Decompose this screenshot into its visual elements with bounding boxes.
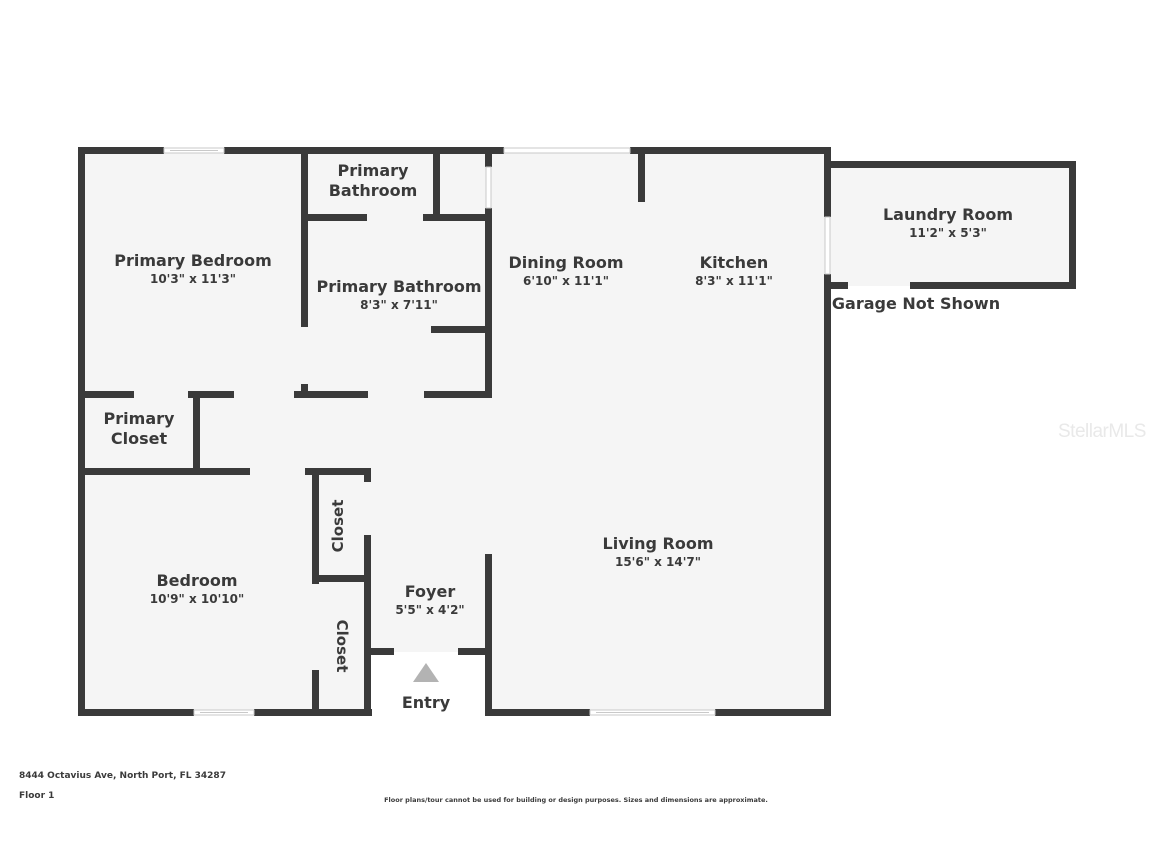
room-dining-room: Dining Room 6'10" x 11'1"	[508, 253, 623, 289]
room-dims: 15'6" x 14'7"	[614, 555, 702, 569]
room-dims: 10'3" x 11'3"	[149, 272, 237, 286]
room-name: Primary Bedroom	[114, 251, 272, 270]
room-closet-lower: Closet	[333, 619, 351, 673]
garage-note-text: Garage Not Shown	[831, 294, 1001, 313]
room-dims: 11'2" x 5'3"	[909, 226, 987, 240]
room-name: Bedroom	[156, 571, 238, 590]
room-dims: 8'3" x 11'1"	[695, 274, 773, 288]
room-primary-bathroom: Primary Bathroom 8'3" x 7'11"	[316, 277, 481, 313]
room-name: Laundry Room	[882, 205, 1014, 224]
room-dims: 10'9" x 10'10"	[149, 592, 245, 606]
room-primary-bedroom: Primary Bedroom 10'3" x 11'3"	[114, 251, 272, 287]
entry-arrow-icon	[413, 663, 439, 682]
address: 8444 Octavius Ave, North Port, FL 34287	[19, 771, 226, 781]
room-name: Kitchen	[699, 253, 769, 272]
room-dims: 5'5" x 4'2"	[395, 603, 465, 617]
room-name: Foyer	[404, 582, 456, 601]
disclaimer: Floor plans/tour cannot be used for buil…	[384, 796, 768, 804]
walls	[78, 147, 1076, 716]
entry-text: Entry	[401, 693, 451, 712]
room-dims: 6'10" x 11'1"	[522, 274, 610, 288]
room-name: Primary Bathroom	[316, 277, 482, 296]
room-name-line1: Primary	[337, 161, 409, 180]
room-name-line2: Closet	[110, 429, 168, 448]
room-bedroom: Bedroom 10'9" x 10'10"	[150, 571, 244, 607]
room-foyer: Foyer 5'5" x 4'2"	[395, 582, 464, 618]
entry-label: Entry	[402, 693, 450, 713]
room-name-line1: Primary	[103, 409, 175, 428]
room-dims: 8'3" x 7'11"	[360, 298, 438, 312]
room-living-room: Living Room 15'6" x 14'7"	[603, 534, 714, 570]
windows	[163, 147, 831, 716]
floor-label: Floor 1	[19, 791, 55, 801]
room-name: Dining Room	[508, 253, 624, 272]
watermark: StellarMLS	[1058, 421, 1146, 442]
room-closet-upper: Closet	[329, 499, 347, 553]
room-primary-closet: Primary Closet	[104, 409, 175, 449]
room-kitchen: Kitchen 8'3" x 11'1"	[695, 253, 773, 289]
floor-fill	[80, 150, 1072, 714]
garage-note: Garage Not Shown	[832, 294, 1000, 314]
room-name-line2: Bathroom	[328, 181, 418, 200]
room-primary-bathroom-small: Primary Bathroom	[329, 161, 418, 201]
room-name: Living Room	[602, 534, 714, 553]
room-laundry-room: Laundry Room 11'2" x 5'3"	[883, 205, 1013, 241]
